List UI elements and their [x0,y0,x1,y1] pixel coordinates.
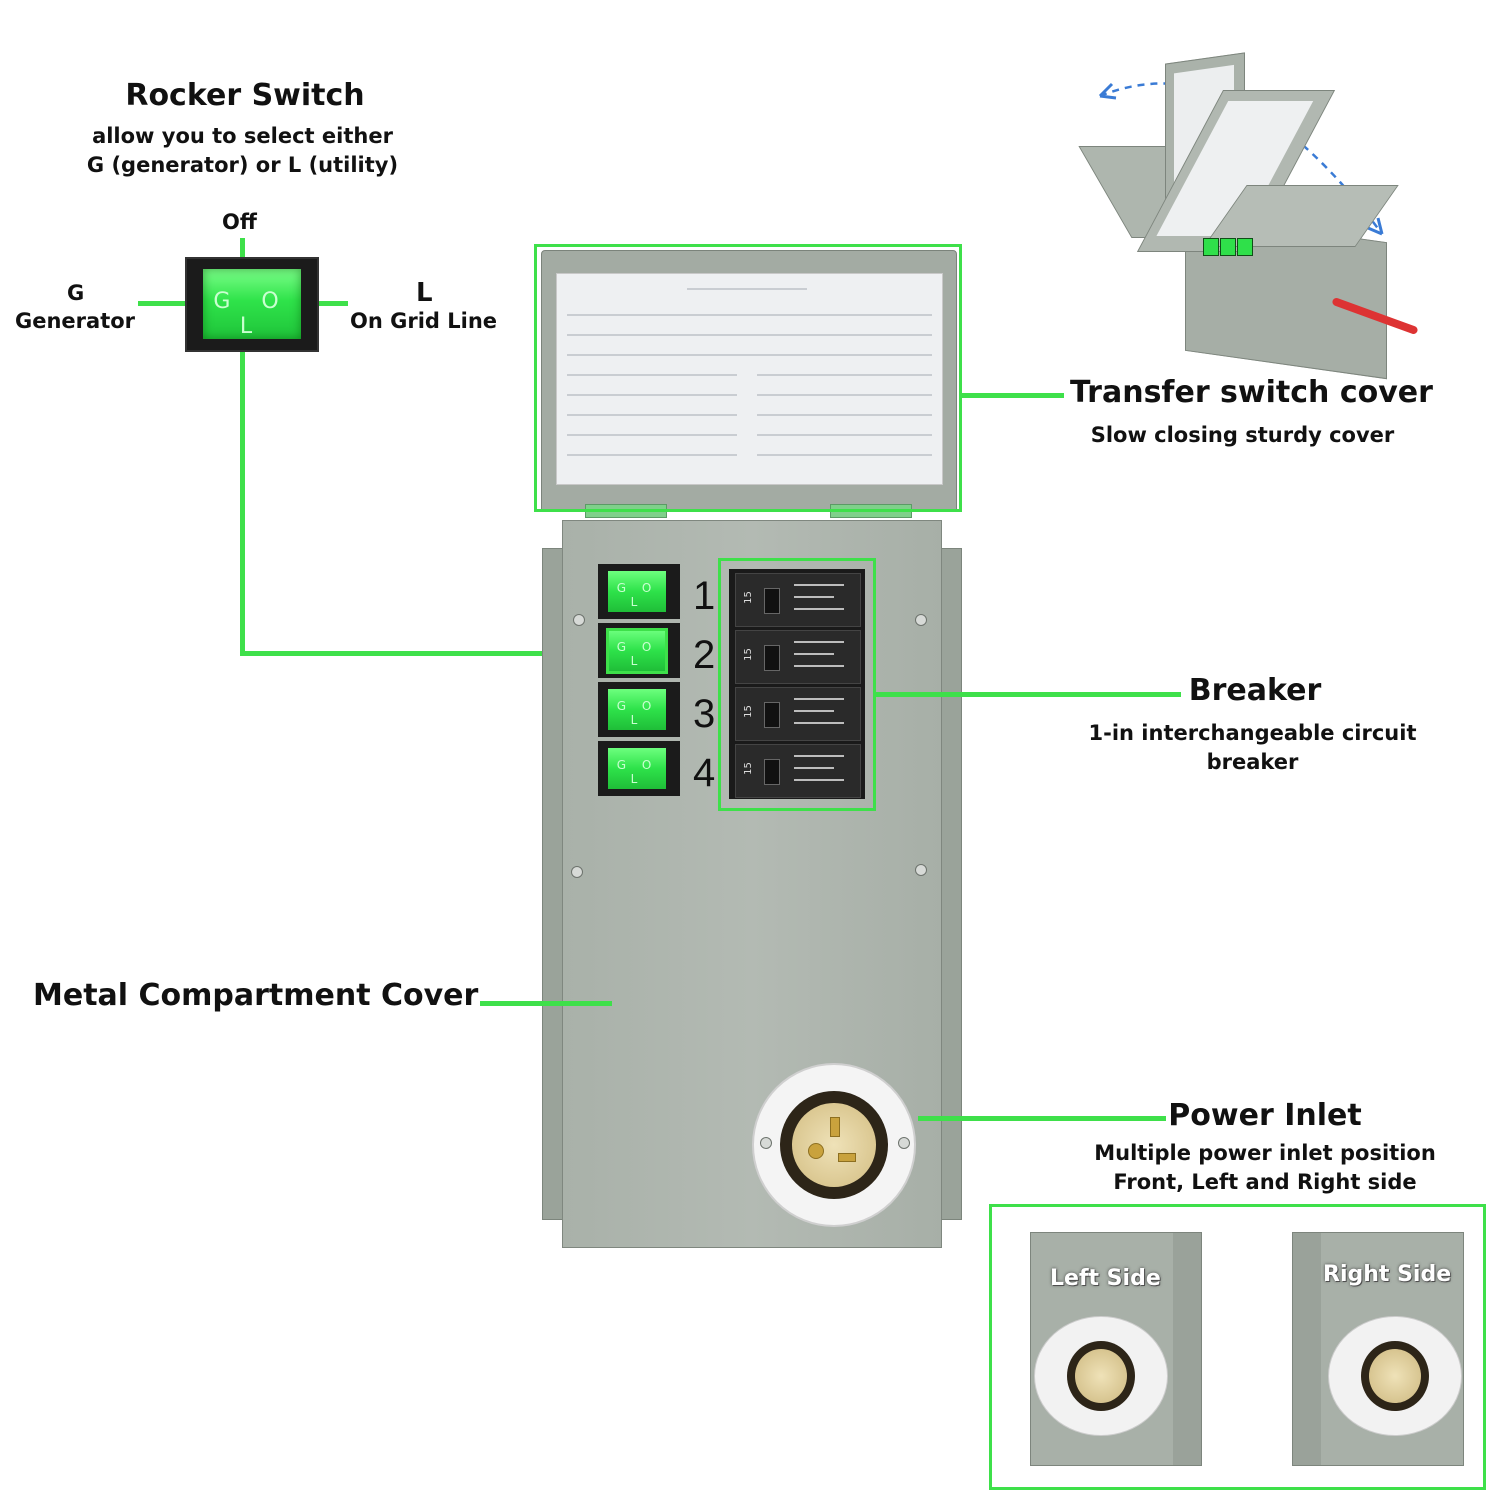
breaker-highlight [718,558,876,811]
cover-desc: Slow closing sturdy cover [1090,423,1395,447]
thumb-switch-2 [1220,238,1236,256]
connector-breaker [876,692,1181,697]
connector-rocker-across [240,651,612,656]
generator-label: Generator [15,309,136,333]
cover-highlight [534,244,962,512]
breaker-2[interactable]: 15 [735,630,861,684]
circuit-number-1: 1 [693,574,716,618]
connector-rocker-down [240,352,245,656]
screw [573,614,585,626]
thumb-switch-3 [1237,238,1253,256]
power-inlet-desc-1: Multiple power inlet position [1094,1141,1436,1165]
side-views-frame [989,1204,1486,1490]
rocker-switch-3[interactable]: G O L [598,682,680,737]
power-inlet-desc-2: Front, Left and Right side [1113,1170,1417,1194]
rocker-switch-2-text: G O L [616,640,658,668]
connector-generator [138,301,218,306]
off-label: Off [222,210,257,234]
right-side-label: Right Side [1323,1262,1452,1287]
rocker-switch-title: Rocker Switch [125,78,365,113]
cover-title: Transfer switch cover [1070,375,1433,410]
grid-letter: L [416,278,433,308]
breaker-desc-2: breaker [1206,750,1299,774]
connector-compartment [480,1001,612,1006]
grid-label: On Grid Line [350,309,498,333]
rocker-switch-desc-1: allow you to select either [92,124,393,148]
transfer-switch-cover [541,250,957,512]
power-inlet-title: Power Inlet [1168,1098,1362,1133]
rocker-switch-face: G O L [203,269,301,339]
rocker-switch-2-highlight [606,628,668,674]
rocker-switch-desc-2: G (generator) or L (utility) [86,153,399,177]
left-side-label: Left Side [1050,1266,1161,1291]
circuit-number-3: 3 [693,692,716,736]
cover-label-sheet [556,273,943,485]
rocker-switch-3-text: G O L [616,699,658,727]
rocker-switch-1[interactable]: G O L [598,564,680,619]
connector-cover [962,393,1064,398]
breaker-title: Breaker [1188,673,1322,708]
breaker-panel: 15 15 15 15 [729,569,865,799]
screw [915,864,927,876]
circuit-number-4: 4 [693,751,716,795]
connector-inlet [918,1116,1166,1121]
breaker-desc-1: 1-in interchangeable circuit [1088,721,1417,745]
right-side-inlet [1328,1316,1462,1436]
screw [915,614,927,626]
rocker-switch-closeup: G O L [185,257,319,352]
generator-letter: G [67,281,85,305]
rocker-switch-1-text: G O L [616,581,658,609]
circuit-number-2: 2 [693,633,716,677]
compartment-cover-title: Metal Compartment Cover [33,978,479,1013]
screw [571,866,583,878]
breaker-1[interactable]: 15 [735,573,861,627]
left-side-inlet [1034,1316,1168,1436]
rocker-switch-text: G O L [213,289,291,339]
breaker-3[interactable]: 15 [735,687,861,741]
power-inlet[interactable] [752,1063,916,1227]
rocker-switch-4[interactable]: G O L [598,741,680,796]
power-inlet-face [792,1103,876,1187]
breaker-4[interactable]: 15 [735,744,861,798]
thumb-switch-1 [1203,238,1219,256]
rocker-switch-4-text: G O L [616,758,658,786]
